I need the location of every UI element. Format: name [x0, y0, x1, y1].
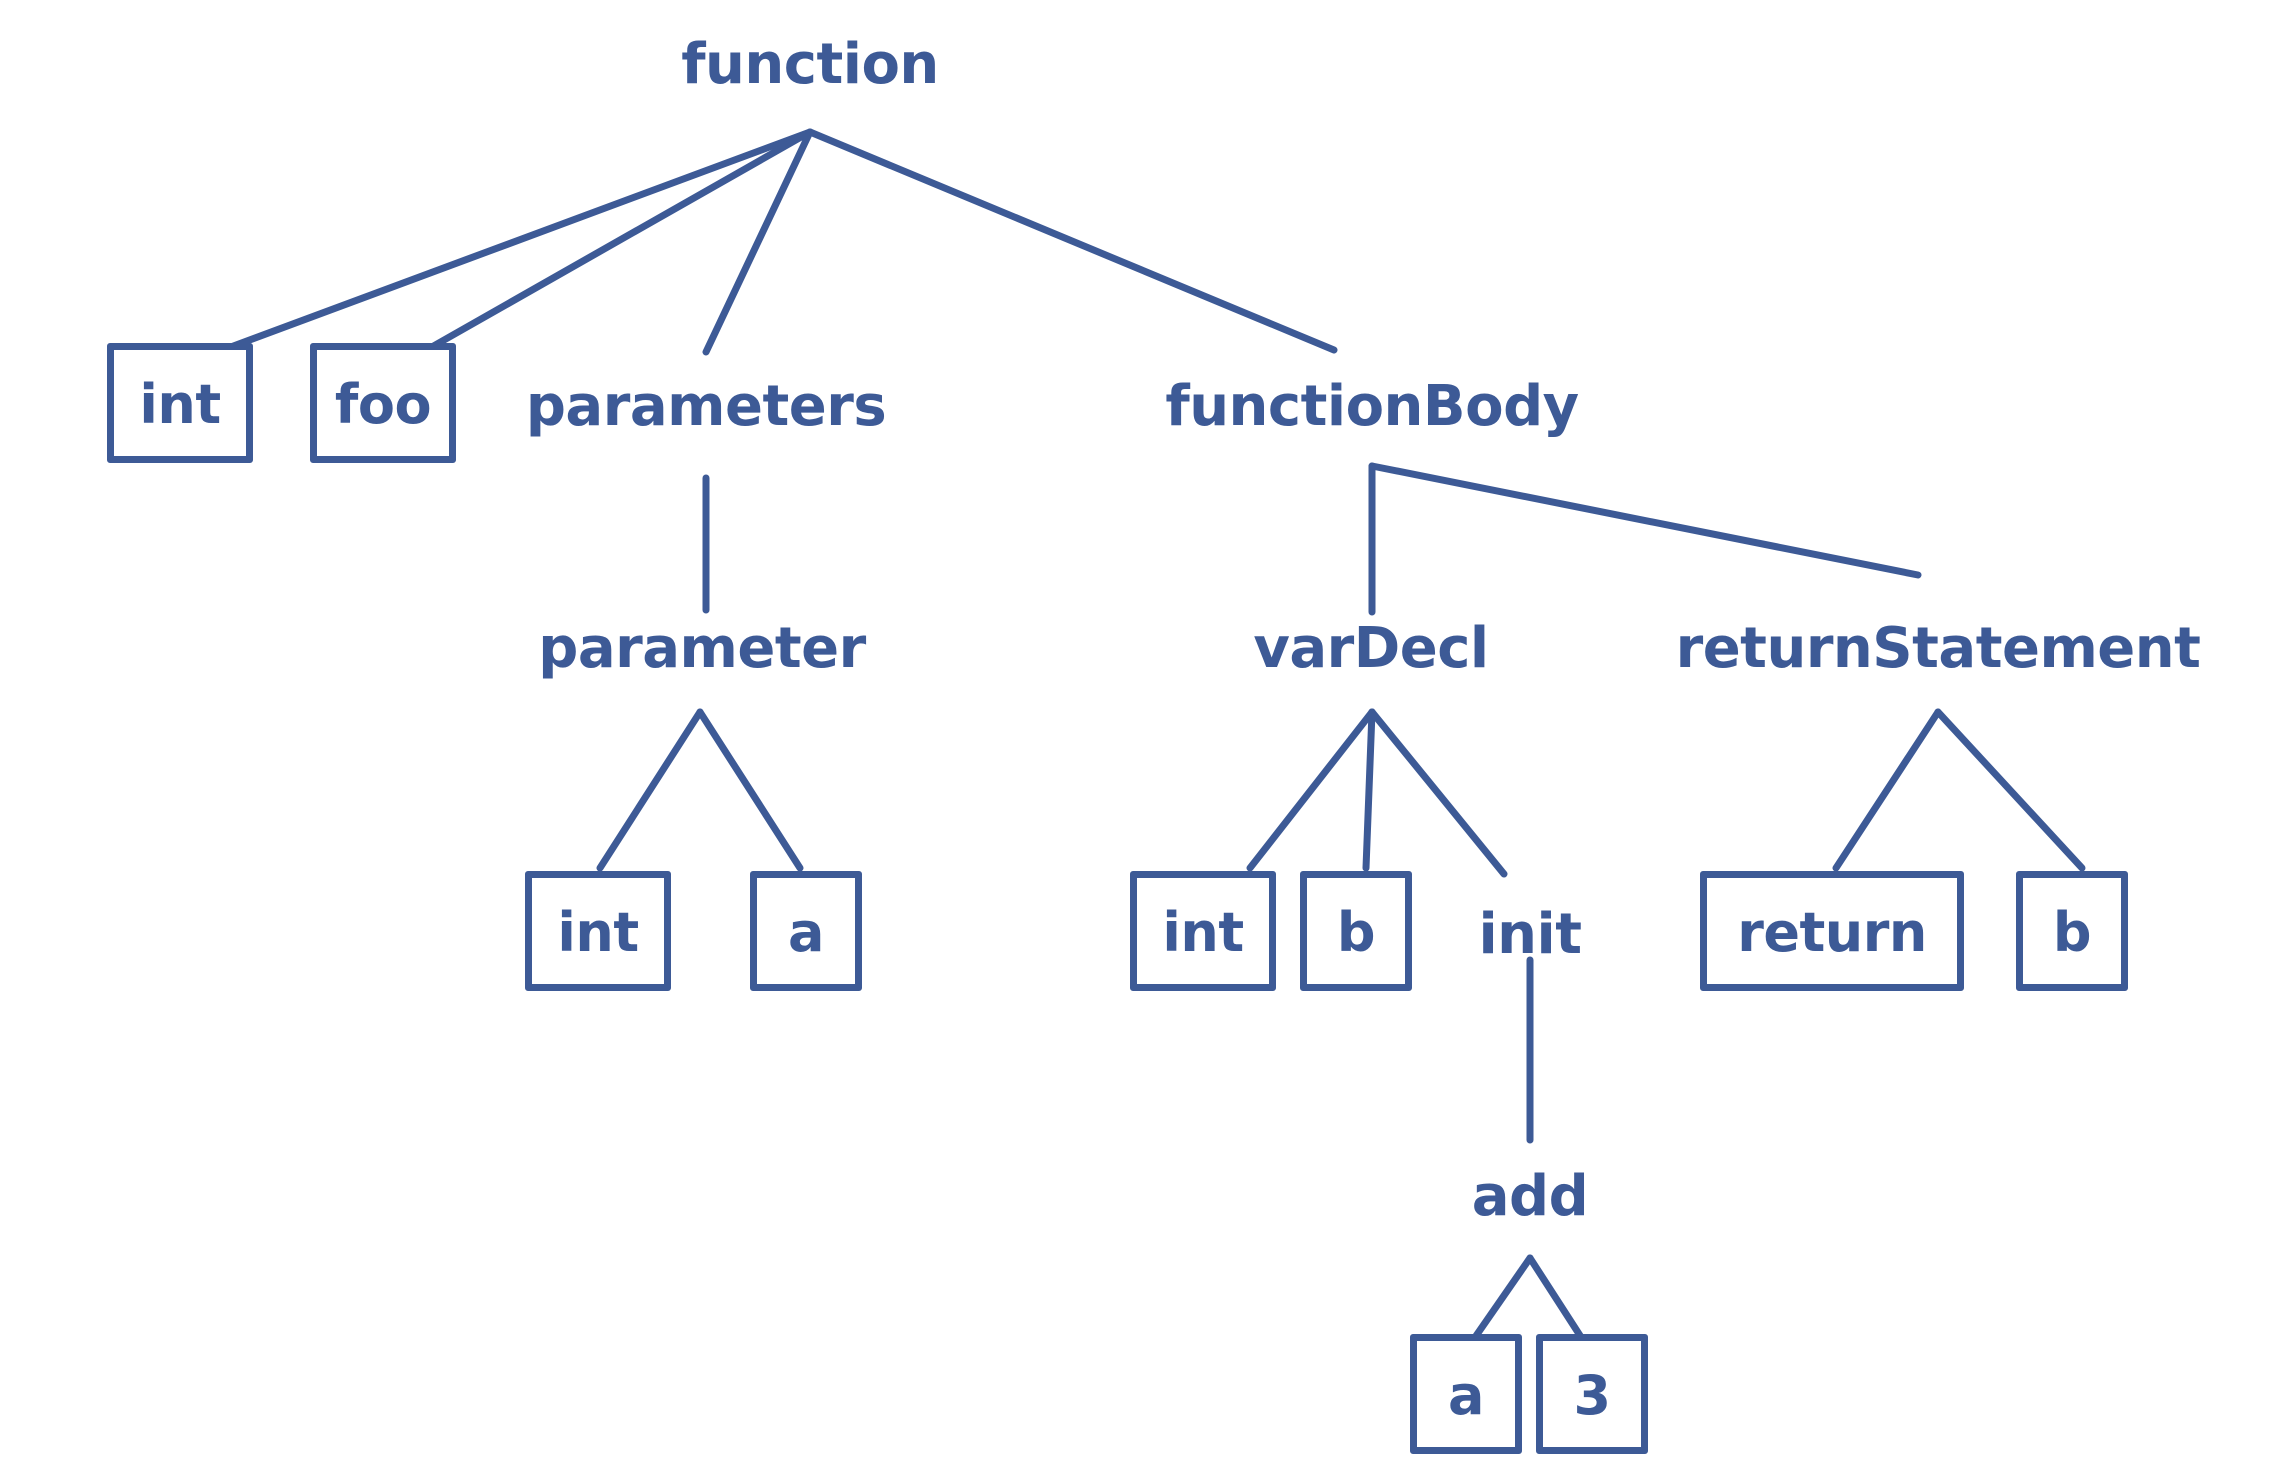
node-return-statement[interactable]: returnStatement	[1660, 610, 2216, 688]
node-parameter[interactable]: parameter	[530, 610, 874, 688]
node-a-operand-label: a	[1448, 1364, 1484, 1427]
node-three-operand[interactable]: 3	[1536, 1334, 1648, 1454]
node-int-var-type[interactable]: int	[1130, 871, 1276, 991]
edge-function-functionbody	[806, 128, 1338, 354]
edge-function-parameters	[702, 128, 814, 356]
node-int-param-type[interactable]: int	[525, 871, 671, 991]
edge-vardecl-b	[1362, 708, 1376, 872]
node-a-param-name-label: a	[788, 901, 824, 964]
edge-vardecl-int	[1246, 708, 1376, 872]
node-parameters-label: parameters	[525, 374, 887, 439]
node-var-decl[interactable]: varDecl	[1240, 610, 1502, 688]
node-b-var-name[interactable]: b	[1300, 871, 1412, 991]
node-b-var-name-label: b	[1336, 901, 1376, 964]
node-foo-label: foo	[334, 373, 432, 436]
node-add-label: add	[1471, 1164, 1589, 1229]
node-function-label: function	[681, 32, 939, 97]
node-var-decl-label: varDecl	[1253, 616, 1489, 681]
node-add[interactable]: add	[1444, 1158, 1616, 1236]
node-return-keyword-label: return	[1737, 901, 1927, 964]
node-int-param-type-label: int	[557, 901, 639, 964]
node-function[interactable]: function	[672, 26, 948, 104]
node-b-return-value[interactable]: b	[2016, 871, 2128, 991]
node-return-statement-label: returnStatement	[1675, 616, 2201, 681]
node-function-body[interactable]: functionBody	[1165, 368, 1579, 446]
node-foo[interactable]: foo	[310, 343, 456, 463]
edge-functionbody-returnstatement	[1368, 462, 1922, 579]
node-a-param-name[interactable]: a	[750, 871, 862, 991]
node-parameter-label: parameter	[538, 616, 866, 681]
edge-parameter-int	[596, 708, 704, 872]
node-a-operand[interactable]: a	[1410, 1334, 1522, 1454]
node-parameters[interactable]: parameters	[518, 368, 894, 446]
node-int-var-type-label: int	[1162, 901, 1244, 964]
node-int-return-type-label: int	[139, 373, 221, 436]
edge-returnstatement-b	[1934, 708, 2086, 872]
node-b-return-value-label: b	[2052, 901, 2092, 964]
node-int-return-type[interactable]: int	[107, 343, 253, 463]
node-function-body-label: functionBody	[1165, 374, 1579, 439]
node-init-label: init	[1478, 902, 1582, 967]
node-three-operand-label: 3	[1573, 1364, 1611, 1427]
edge-function-foo	[426, 128, 814, 352]
edge-parameter-a	[696, 708, 804, 872]
edge-vardecl-init	[1368, 708, 1508, 878]
node-return-keyword[interactable]: return	[1700, 871, 1964, 991]
edge-function-int	[224, 128, 814, 352]
edge-returnstatement-return	[1832, 708, 1942, 872]
node-init[interactable]: init	[1452, 896, 1608, 974]
